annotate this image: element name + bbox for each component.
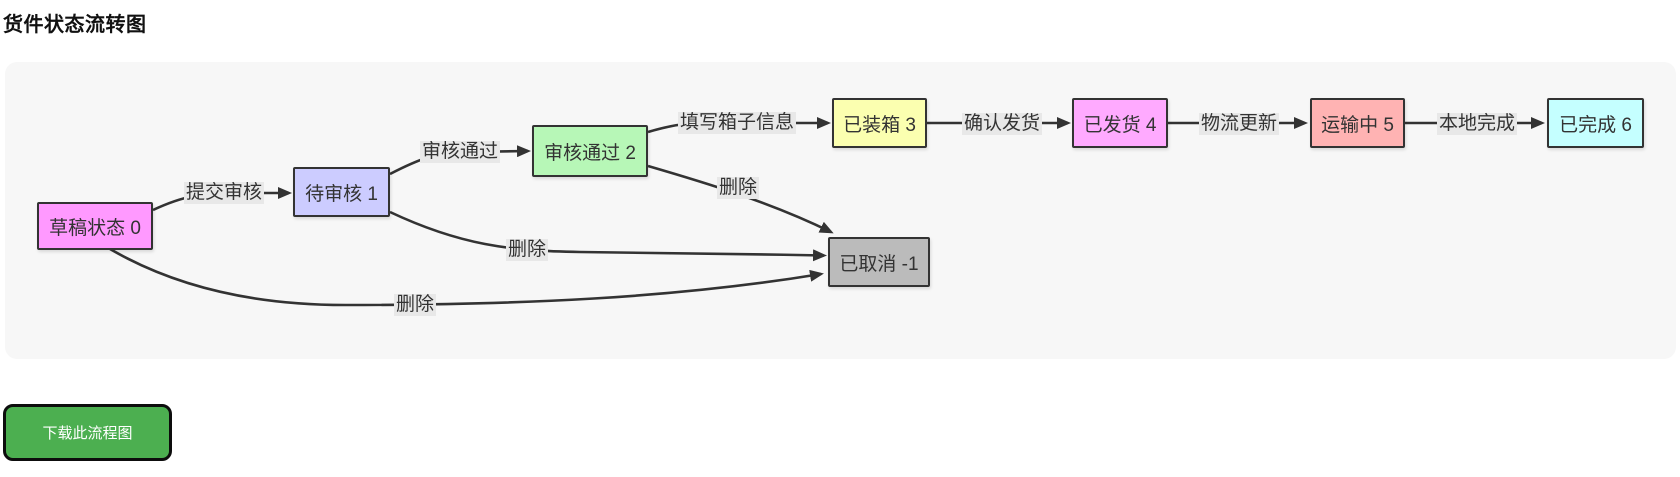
node-shipped: 已发货 4 — [1072, 98, 1168, 148]
flowchart-canvas: 草稿状态 0 待审核 1 审核通过 2 已装箱 3 已发货 4 运输中 5 已完… — [5, 62, 1676, 359]
node-draft: 草稿状态 0 — [37, 202, 153, 250]
edge-label-submit-review: 提交审核 — [183, 182, 265, 204]
edge-draft-to-cancelled — [104, 244, 824, 307]
edge-label-confirm-ship: 确认发货 — [961, 113, 1043, 135]
node-approved: 审核通过 2 — [532, 125, 648, 177]
edge-pending-to-cancelled — [389, 210, 827, 262]
edge-label-local-complete: 本地完成 — [1436, 113, 1518, 135]
edge-label-logistics-update: 物流更新 — [1198, 113, 1280, 135]
edge-label-delete-from-draft: 删除 — [393, 294, 437, 316]
edge-label-fill-box-info: 填写箱子信息 — [677, 112, 797, 134]
edge-approved-to-cancelled — [647, 164, 834, 234]
page-title: 货件状态流转图 — [3, 14, 147, 36]
node-transit: 运输中 5 — [1310, 98, 1405, 148]
node-pending: 待审核 1 — [293, 167, 390, 217]
node-packed: 已装箱 3 — [832, 98, 927, 148]
download-flowchart-button[interactable]: 下载此流程图 — [3, 404, 172, 461]
node-cancelled: 已取消 -1 — [828, 237, 930, 287]
node-completed: 已完成 6 — [1547, 98, 1644, 148]
edge-label-review-pass: 审核通过 — [419, 141, 501, 163]
edge-label-delete-from-approved: 删除 — [716, 177, 760, 199]
edge-label-delete-from-pending: 删除 — [505, 239, 549, 261]
